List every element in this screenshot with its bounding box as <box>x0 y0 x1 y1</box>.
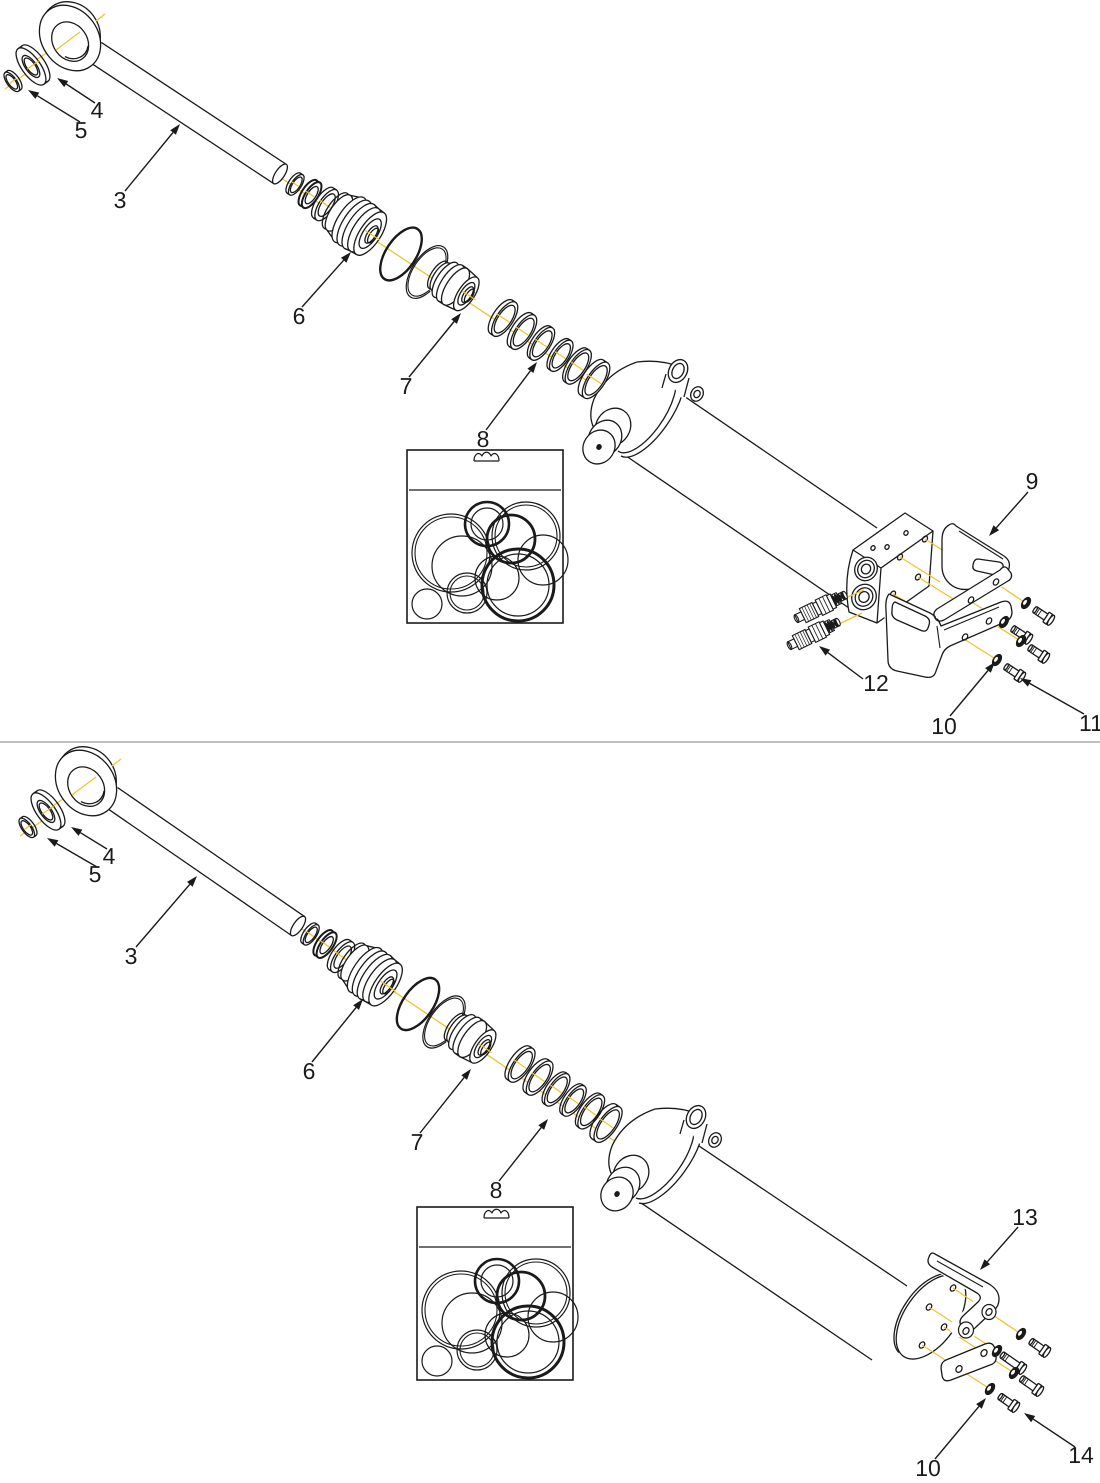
svg-text:14: 14 <box>1068 1442 1094 1468</box>
svg-text:10: 10 <box>915 1455 941 1481</box>
svg-text:4: 4 <box>103 843 116 869</box>
svg-text:3: 3 <box>114 187 127 213</box>
svg-text:5: 5 <box>89 861 102 887</box>
svg-text:7: 7 <box>400 373 413 399</box>
svg-text:6: 6 <box>303 1058 316 1084</box>
svg-text:6: 6 <box>293 303 306 329</box>
svg-text:9: 9 <box>1026 468 1039 494</box>
svg-text:5: 5 <box>75 117 88 143</box>
svg-text:4: 4 <box>91 97 104 123</box>
svg-text:13: 13 <box>1012 1204 1038 1230</box>
svg-text:11: 11 <box>1079 710 1100 736</box>
svg-text:8: 8 <box>490 1177 503 1203</box>
svg-text:10: 10 <box>931 713 957 739</box>
svg-text:3: 3 <box>125 943 138 969</box>
svg-text:8: 8 <box>477 426 490 452</box>
svg-text:12: 12 <box>863 670 889 696</box>
svg-text:7: 7 <box>411 1129 424 1155</box>
